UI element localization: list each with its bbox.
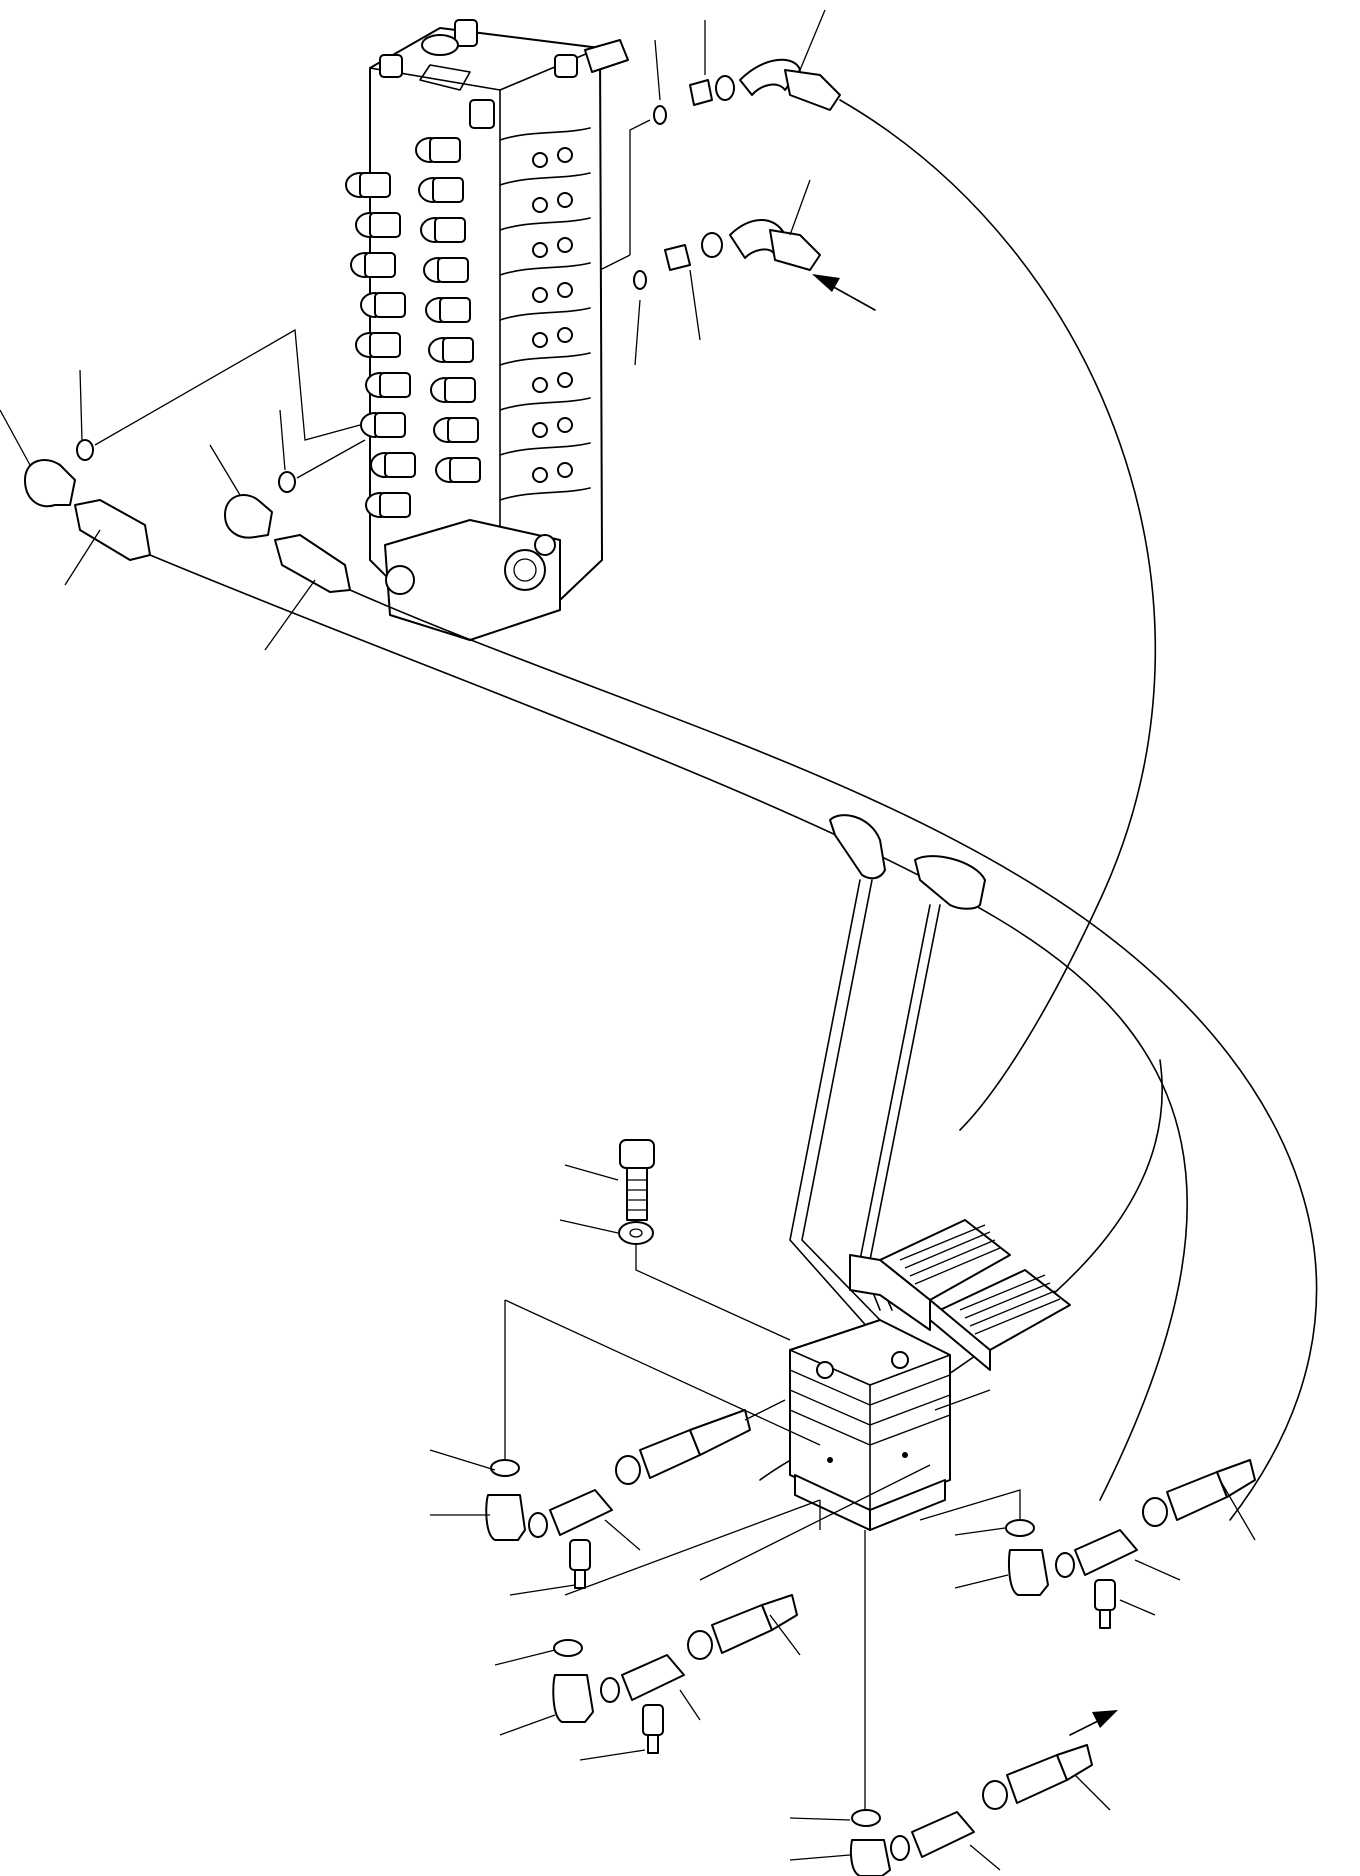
adapter-1 bbox=[689, 79, 713, 106]
pressure-switch-g3 bbox=[642, 1704, 664, 1736]
tee-g4 bbox=[911, 1811, 975, 1858]
hose-end-g1 bbox=[639, 1429, 701, 1479]
o-ring-1 bbox=[653, 105, 667, 125]
control-valve-block bbox=[345, 19, 629, 641]
elbow-g4 bbox=[850, 1839, 891, 1876]
o-ring-g3 bbox=[553, 1639, 583, 1657]
o-ring-g2 bbox=[1005, 1519, 1035, 1537]
elbow-g2 bbox=[1008, 1549, 1049, 1596]
hose-ferrule-1 bbox=[784, 69, 841, 111]
tee-g1 bbox=[549, 1489, 613, 1536]
pressure-switch-g2 bbox=[1094, 1579, 1116, 1611]
fitting-group-2 bbox=[954, 1459, 1256, 1629]
hose-end-g4 bbox=[1006, 1754, 1068, 1804]
o-ring-g1 bbox=[490, 1459, 520, 1477]
fitting-group-1 bbox=[429, 1399, 786, 1596]
swivel-nut-1 bbox=[715, 75, 735, 101]
top-right-fittings bbox=[599, 9, 876, 366]
travel-lever-assembly bbox=[789, 814, 1071, 1371]
lever-bracket bbox=[849, 1254, 931, 1331]
adapter-2 bbox=[664, 244, 691, 271]
mounting-bolt bbox=[564, 1139, 655, 1221]
flow-arrow-bottom bbox=[1069, 1710, 1118, 1736]
tee-g3 bbox=[621, 1654, 685, 1701]
pedal-valve-body bbox=[789, 1319, 991, 1531]
o-ring-mid bbox=[278, 471, 296, 493]
right-lever-grip bbox=[914, 855, 986, 910]
washer bbox=[559, 1219, 791, 1341]
hose-end-g2 bbox=[1166, 1471, 1228, 1521]
valve-spool-sections bbox=[345, 127, 591, 641]
fitting-group-3 bbox=[494, 1594, 801, 1761]
hose-ferrule-2 bbox=[769, 229, 821, 271]
elbow-fitting-left bbox=[24, 459, 76, 508]
elbow-g1 bbox=[485, 1494, 526, 1541]
o-ring-g4 bbox=[851, 1809, 881, 1827]
pressure-switch-g1 bbox=[569, 1539, 591, 1571]
elbow-g3 bbox=[552, 1674, 594, 1723]
valve-top-bolts bbox=[379, 19, 629, 129]
assembly-guide-lines bbox=[504, 1299, 1021, 1810]
left-fittings bbox=[0, 328, 366, 651]
flow-arrow-top bbox=[812, 274, 876, 311]
o-ring-2 bbox=[633, 270, 647, 290]
o-ring-left bbox=[76, 439, 94, 461]
swivel-nut-2 bbox=[701, 232, 723, 258]
hose-end-g3 bbox=[711, 1604, 773, 1654]
fitting-group-4 bbox=[789, 1710, 1118, 1876]
elbow-fitting-mid bbox=[224, 494, 273, 539]
left-lever-grip bbox=[829, 814, 886, 880]
pilot-hoses bbox=[149, 99, 1318, 1521]
tee-g2 bbox=[1074, 1529, 1138, 1576]
